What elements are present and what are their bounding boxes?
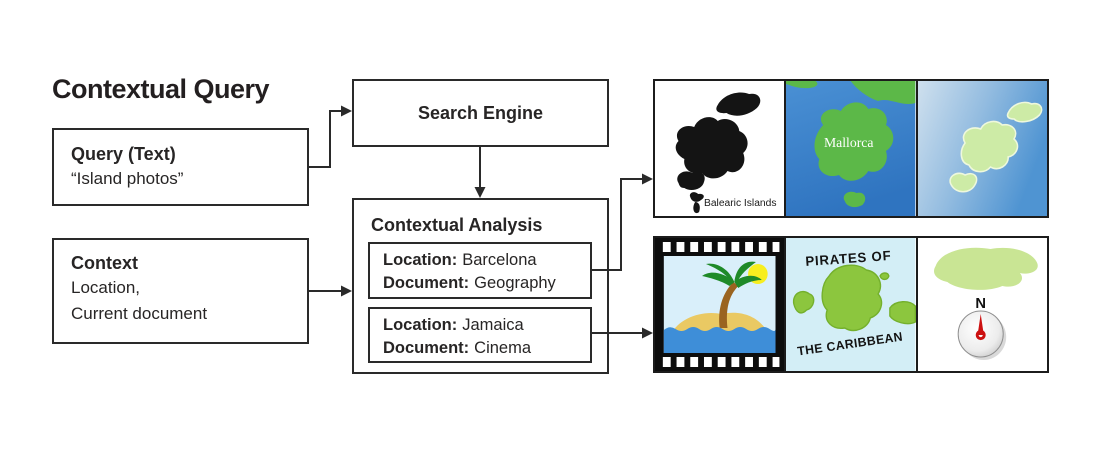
- caribbean-right-island: [889, 301, 916, 325]
- ibiza-silhouette: [677, 171, 705, 190]
- mallorca-outline: [960, 120, 1018, 173]
- document-label: Document:: [383, 274, 470, 292]
- island-scene: [663, 256, 776, 353]
- contextual-analysis-heading: Contextual Analysis: [371, 215, 543, 235]
- arrowhead-to-cinema-images: [642, 327, 653, 339]
- pirates-title-line1: PIRATES OF: [805, 248, 892, 269]
- search-engine-label: Search Engine: [417, 102, 544, 123]
- result-location-row: Location:Jamaica: [383, 314, 590, 337]
- context-box-line2: Current document: [71, 304, 208, 323]
- result-document-row: Document:Cinema: [383, 337, 590, 360]
- geography-result-images: Balearic Islands Mallorca: [653, 79, 1049, 218]
- context-box-line1: Location,: [71, 278, 140, 297]
- mallorca-map-icon: Mallorca: [786, 81, 916, 216]
- location-value: Jamaica: [462, 316, 524, 334]
- mallorca-label: Mallorca: [824, 135, 873, 150]
- compass-map-icon: N: [917, 238, 1047, 371]
- formentera-silhouette: [689, 192, 704, 214]
- compass-icon: [957, 310, 1006, 360]
- location-label: Location:: [383, 251, 458, 269]
- context-box: Context Location, Current document: [52, 238, 309, 344]
- query-box-heading: Query (Text): [71, 144, 176, 164]
- coastline-top-right: [850, 81, 916, 104]
- menorca-silhouette: [716, 92, 761, 116]
- coastline-top-left: [786, 81, 818, 89]
- film-sprocket-holes: [662, 242, 780, 367]
- arrowhead-to-search: [341, 105, 352, 117]
- compass-hub: [975, 329, 986, 341]
- film-strip-image: [655, 238, 785, 371]
- compass-needle: [977, 314, 984, 335]
- jamaica-island: [933, 247, 1038, 290]
- query-box-text: “Island photos”: [71, 169, 184, 188]
- islands-overview-image: [915, 81, 1047, 216]
- document-label: Document:: [383, 339, 470, 357]
- ibiza-outline: [949, 172, 978, 193]
- sea-waves: [663, 327, 776, 353]
- location-value: Barcelona: [462, 251, 537, 269]
- document-value: Geography: [474, 274, 556, 292]
- search-engine-box: Search Engine: [352, 79, 609, 147]
- caribbean-islet: [879, 272, 890, 281]
- balearic-silhouette-icon: Balearic Islands: [655, 81, 785, 216]
- location-label: Location:: [383, 316, 458, 334]
- context-box-heading: Context: [71, 253, 138, 273]
- palm-trunk: [719, 282, 739, 328]
- analysis-result-barcelona: Location:Barcelona Document:Geography: [368, 242, 592, 299]
- page-title: Contextual Query: [52, 74, 270, 104]
- analysis-result-jamaica: Location:Jamaica Document:Cinema: [368, 307, 592, 363]
- document-value: Cinema: [474, 339, 532, 357]
- cinema-result-images: PIRATES OF THE CARIBBEAN N: [653, 236, 1049, 373]
- caribbean-main-island: [821, 264, 883, 332]
- caribbean-left-island: [793, 290, 815, 314]
- menorca-outline: [1006, 101, 1043, 123]
- compass-north-label: N: [975, 296, 986, 312]
- connector-query-to-search: [309, 110, 341, 168]
- pirates-poster-icon: PIRATES OF THE CARIBBEAN: [786, 238, 916, 371]
- result-location-row: Location:Barcelona: [383, 249, 590, 272]
- mallorca-island: [814, 102, 894, 181]
- query-box: Query (Text) “Island photos”: [52, 128, 309, 206]
- cabrera-island: [844, 191, 866, 208]
- mallorca-map-image: Mallorca: [784, 81, 916, 216]
- palm-fronds: [702, 261, 762, 288]
- arrowhead-to-geography-images: [642, 173, 653, 185]
- film-strip-icon: [655, 238, 785, 371]
- islands-overview-icon: [917, 81, 1047, 216]
- compass-map-image: N: [915, 238, 1047, 371]
- balearic-silhouette-image: Balearic Islands: [655, 81, 785, 216]
- arrowhead-context-to-analysis: [341, 285, 352, 297]
- result-document-row: Document:Geography: [383, 272, 590, 295]
- mallorca-silhouette: [675, 117, 748, 179]
- balearic-caption: Balearic Islands: [704, 198, 776, 209]
- pirates-poster-image: PIRATES OF THE CARIBBEAN: [784, 238, 916, 371]
- arrowhead-to-analysis: [474, 187, 486, 198]
